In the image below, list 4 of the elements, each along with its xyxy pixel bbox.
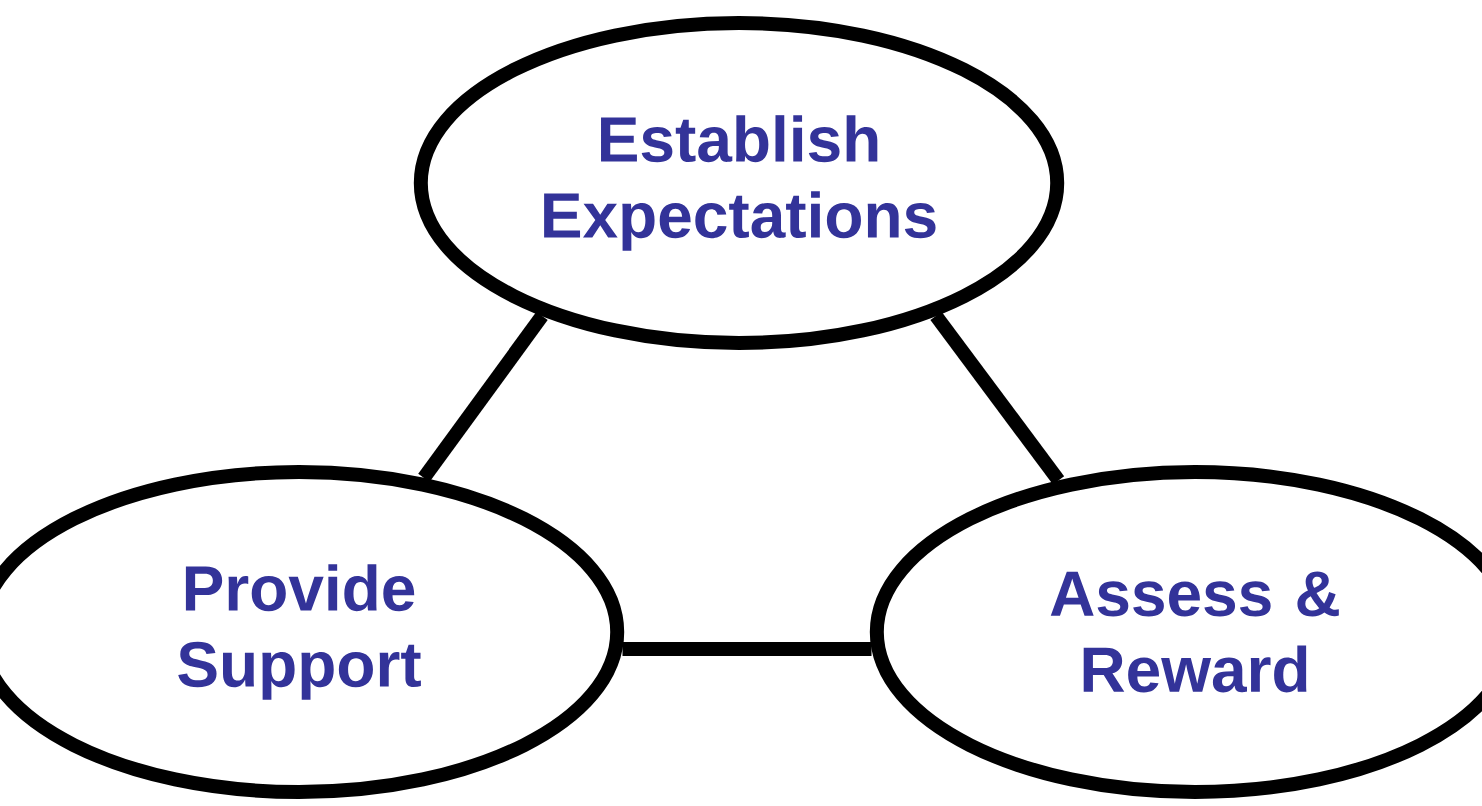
- connector-line: [622, 641, 872, 656]
- ellipse-node: Establish Expectations: [413, 16, 1065, 350]
- connector-line: [418, 311, 548, 482]
- connector-line: [930, 311, 1065, 485]
